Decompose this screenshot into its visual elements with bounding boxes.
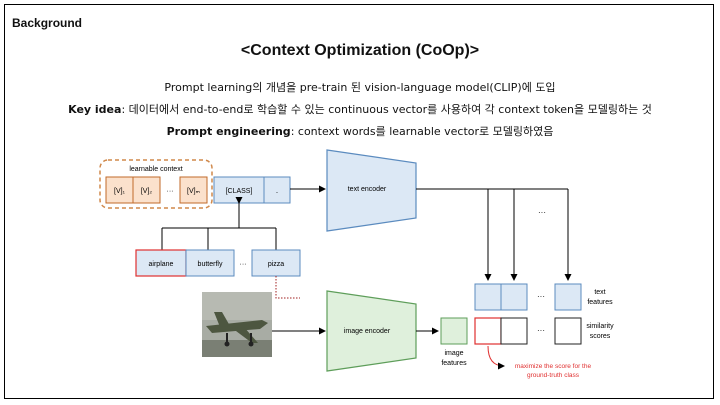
class-name-pizza-label: pizza <box>268 261 284 268</box>
class-name-airplane <box>135 249 187 277</box>
text-features-label-2: features <box>587 299 613 306</box>
description-line-2: Key idea: 데이터에서 end-to-end로 학습할 수 있는 con… <box>0 101 720 117</box>
maximize-note-1: maximize the score for the <box>515 363 592 370</box>
class-token-label: [CLASS] <box>226 188 253 195</box>
similarity-ellipsis: ··· <box>537 326 545 335</box>
image-features-label-1: image <box>444 350 463 357</box>
description-line-3: Prompt engineering: context words를 learn… <box>0 123 720 139</box>
image-features-box <box>440 317 468 345</box>
similarity-label-1: similarity <box>586 323 614 330</box>
airplane-photo <box>202 292 272 357</box>
class-name-butterfly-label: butterfly <box>198 261 223 268</box>
text-encoder-label: text encoder <box>348 186 387 193</box>
class-name-airplane-label: airplane <box>149 261 174 268</box>
context-token-m <box>179 176 208 204</box>
pizza-connector <box>275 276 300 299</box>
context-token-2 <box>132 176 161 204</box>
text-feature-arrow-ellipsis: ··· <box>538 208 546 217</box>
similarity-score-1 <box>474 317 502 345</box>
learnable-context-label: learnable context <box>129 166 182 173</box>
similarity-score-n <box>554 317 582 345</box>
context-token-1-label: [V]₁ <box>114 188 126 195</box>
text-feature-n <box>554 283 582 311</box>
slide-frame <box>4 4 714 399</box>
image-encoder-label: image encoder <box>344 328 391 335</box>
text-features-ellipsis: ··· <box>537 292 545 301</box>
key-idea-label: Key idea <box>68 103 122 116</box>
text-feature-1 <box>474 283 502 311</box>
description-line-1: Prompt learning의 개념을 pre-train 된 vision-… <box>0 79 720 95</box>
image-encoder <box>326 290 417 372</box>
context-token-m-label: [V]ₘ <box>187 188 200 195</box>
key-idea-text: : 데이터에서 end-to-end로 학습할 수 있는 continuous … <box>121 103 652 116</box>
period-token <box>263 176 291 204</box>
class-name-ellipsis: ··· <box>240 261 247 268</box>
maximize-note-2: ground-truth class <box>527 372 580 379</box>
similarity-label-2: scores <box>590 333 611 340</box>
similarity-score-2 <box>500 317 528 345</box>
section-label: Background <box>12 16 83 30</box>
period-token-label: . <box>276 186 278 195</box>
text-encoder <box>326 149 417 232</box>
text-feature-2 <box>500 283 528 311</box>
text-features-label-1: text <box>594 289 605 296</box>
image-features-label-2: features <box>441 360 467 367</box>
maximize-arrow <box>487 345 505 370</box>
prompt-engineering-text: : context words를 learnable vector로 모델링하였… <box>290 125 554 138</box>
class-name-butterfly <box>185 249 235 277</box>
prompt-engineering-label: Prompt engineering <box>166 125 291 138</box>
page-title: <Context Optimization (CoOp)> <box>240 42 480 59</box>
context-ellipsis: ··· <box>167 188 174 195</box>
context-token-2-label: [V]₂ <box>141 188 153 195</box>
description-line-1-text: Prompt learning의 개념을 pre-train 된 vision-… <box>164 81 556 94</box>
